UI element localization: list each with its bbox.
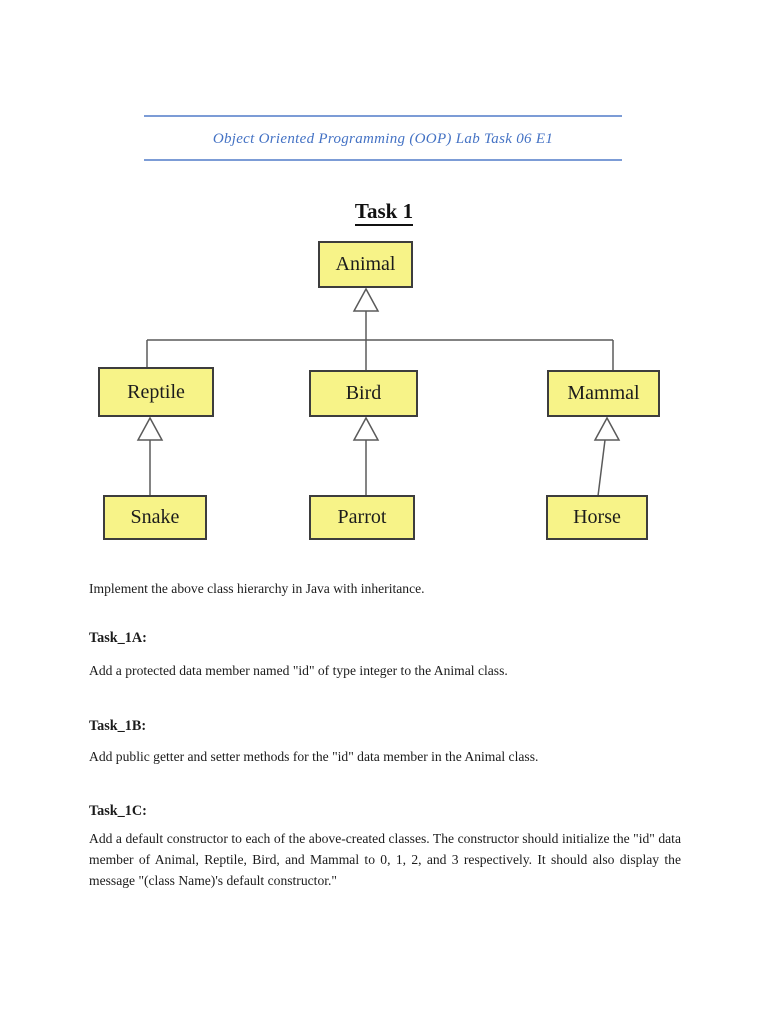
class-box-mammal: Mammal (547, 370, 660, 417)
inheritance-connectors (136, 287, 621, 497)
task-1b-heading: Task_1B: (89, 718, 147, 734)
class-box-snake: Snake (103, 495, 207, 540)
task-1b-paragraph: Add public getter and setter methods for… (89, 749, 539, 764)
intro-paragraph: Implement the above class hierarchy in J… (89, 581, 425, 596)
class-box-bird: Bird (309, 370, 418, 417)
document-header-title: Object Oriented Programming (OOP) Lab Ta… (212, 131, 554, 147)
class-hierarchy-diagram: Animal Reptile Bird Mammal Snake Parrot … (90, 235, 670, 545)
task-1-heading-text: Task 1 (354, 199, 414, 226)
triangle-arrow-reptile (136, 416, 164, 441)
class-box-horse: Horse (546, 495, 648, 540)
header-rule-bottom (144, 159, 622, 161)
task-1a-heading: Task_1A: (89, 630, 147, 646)
class-box-reptile: Reptile (98, 367, 214, 417)
triangle-arrow-bird (352, 416, 380, 441)
header-rule-top (144, 115, 622, 117)
triangle-arrow-animal (352, 287, 380, 312)
task-1c-heading: Task_1C: (89, 803, 147, 819)
triangle-arrow-mammal (593, 416, 621, 441)
task-1a-paragraph: Add a protected data member named "id" o… (89, 663, 508, 678)
task-1c-paragraph: Add a default constructor to each of the… (89, 831, 681, 888)
class-box-animal: Animal (318, 241, 413, 288)
class-box-parrot: Parrot (309, 495, 415, 540)
task-1-heading: Task 1 (90, 189, 678, 226)
